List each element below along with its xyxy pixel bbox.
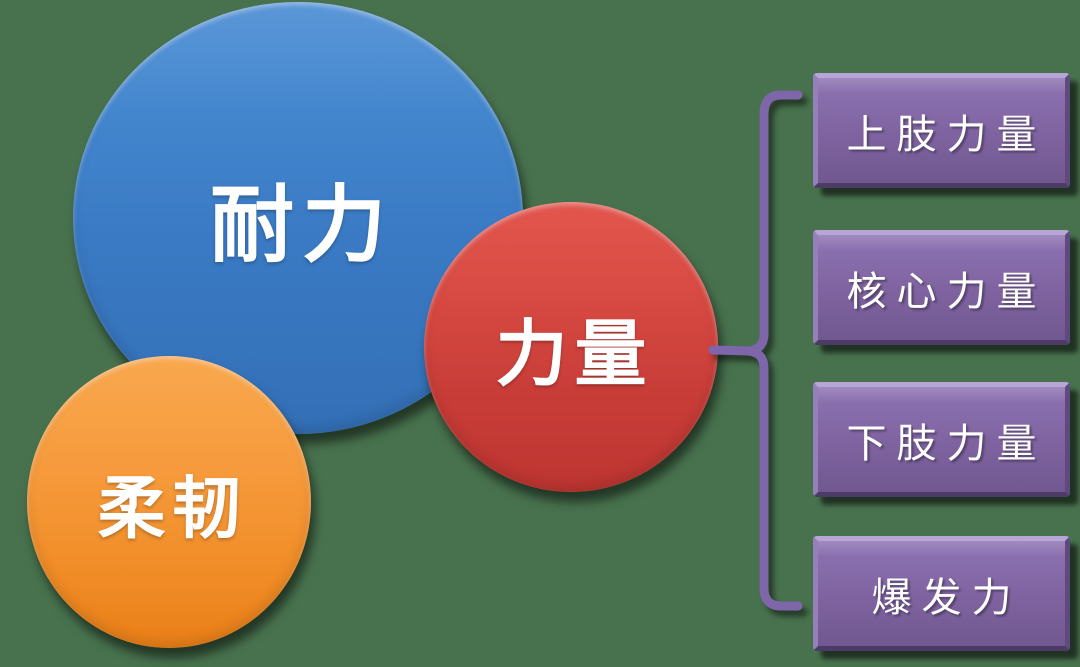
box-upper-limb-strength-label: 上肢力量 [846, 111, 1047, 157]
circle-strength: 力量 [424, 202, 718, 492]
connector-line [708, 345, 756, 356]
circle-flexibility-label: 柔韧 [97, 470, 248, 547]
box-explosive-power: 爆发力 [813, 536, 1070, 651]
circle-strength-label: 力量 [495, 314, 654, 395]
box-lower-limb-strength: 下肢力量 [813, 382, 1070, 497]
circle-flexibility: 柔韧 [27, 356, 311, 648]
box-core-strength-label: 核心力量 [846, 268, 1047, 314]
circle-endurance-label: 耐力 [209, 177, 394, 272]
box-upper-limb-strength: 上肢力量 [813, 73, 1070, 188]
box-explosive-power-label: 爆发力 [871, 574, 1022, 620]
brace-path [744, 90, 803, 611]
box-core-strength: 核心力量 [813, 230, 1070, 345]
box-lower-limb-strength-label: 下肢力量 [846, 420, 1047, 466]
